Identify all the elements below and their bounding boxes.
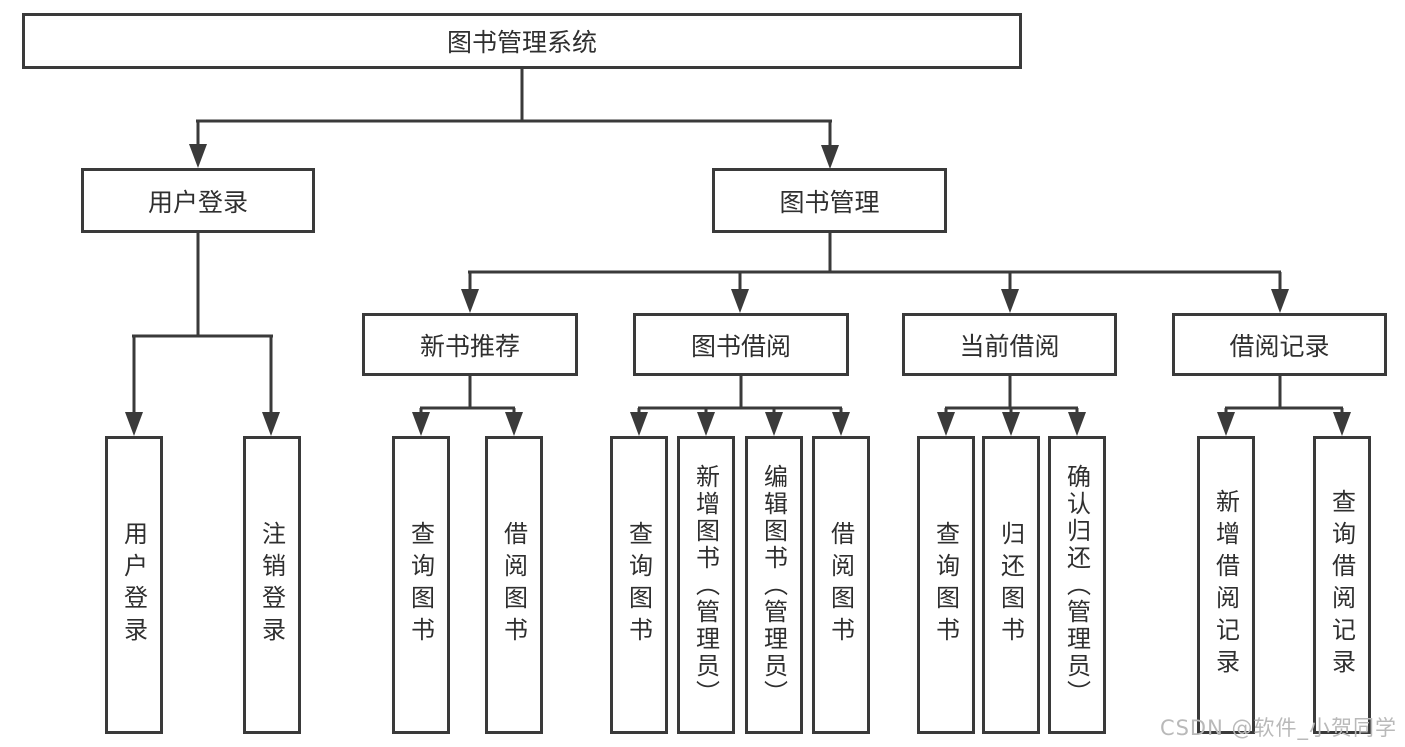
node-user-login-leaf-label: 用户登录 [119, 521, 148, 649]
node-query-books-borrowing: 查询图书 [610, 436, 668, 734]
node-new-book-recommend-label: 新书推荐 [419, 331, 520, 361]
node-add-books-admin: 新增图书（管理员） [677, 436, 735, 734]
node-user-login-leaf: 用户登录 [105, 436, 163, 734]
node-book-borrowing: 图书借阅 [633, 313, 849, 376]
node-edit-books-admin-label: 编辑图书（管理员） [759, 463, 788, 707]
node-query-books-recommend: 查询图书 [392, 436, 450, 734]
node-add-books-admin-label: 新增图书（管理员） [691, 463, 720, 707]
node-user-login-label: 用户登录 [147, 187, 248, 217]
node-borrowing-records: 借阅记录 [1172, 313, 1387, 376]
node-add-borrow-record: 新增借阅记录 [1197, 436, 1255, 734]
node-edit-books-admin: 编辑图书（管理员） [745, 436, 803, 734]
node-query-books-current-label: 查询图书 [931, 521, 960, 649]
node-query-books-current: 查询图书 [917, 436, 975, 734]
node-library-system-label: 图书管理系统 [446, 28, 597, 57]
node-current-borrowing-label: 当前借阅 [959, 331, 1060, 361]
node-query-borrow-record-label: 查询借阅记录 [1327, 489, 1356, 681]
node-new-book-recommend: 新书推荐 [362, 313, 578, 376]
node-book-borrowing-label: 图书借阅 [690, 331, 791, 361]
node-book-management-label: 图书管理 [779, 187, 880, 217]
node-borrow-books-recommend: 借阅图书 [485, 436, 543, 734]
node-book-management: 图书管理 [712, 168, 947, 233]
node-query-borrow-record: 查询借阅记录 [1313, 436, 1371, 734]
node-query-books-borrowing-label: 查询图书 [624, 521, 653, 649]
node-borrow-books-borrowing-label: 借阅图书 [826, 521, 855, 649]
node-query-books-recommend-label: 查询图书 [406, 521, 435, 649]
node-borrow-books-recommend-label: 借阅图书 [499, 521, 528, 649]
csdn-watermark: CSDN @软件_小贺同学 [1159, 716, 1397, 740]
node-return-books-label: 归还图书 [996, 521, 1025, 649]
node-return-books: 归还图书 [982, 436, 1040, 734]
node-confirm-return-admin-label: 确认归还（管理员） [1062, 463, 1091, 707]
node-logout: 注销登录 [243, 436, 301, 734]
node-confirm-return-admin: 确认归还（管理员） [1048, 436, 1106, 734]
node-library-system: 图书管理系统 [22, 13, 1022, 69]
node-borrow-books-borrowing: 借阅图书 [812, 436, 870, 734]
node-current-borrowing: 当前借阅 [902, 313, 1117, 376]
node-borrowing-records-label: 借阅记录 [1229, 331, 1330, 361]
node-add-borrow-record-label: 新增借阅记录 [1211, 489, 1240, 681]
node-user-login: 用户登录 [81, 168, 315, 233]
node-logout-label: 注销登录 [257, 521, 286, 649]
